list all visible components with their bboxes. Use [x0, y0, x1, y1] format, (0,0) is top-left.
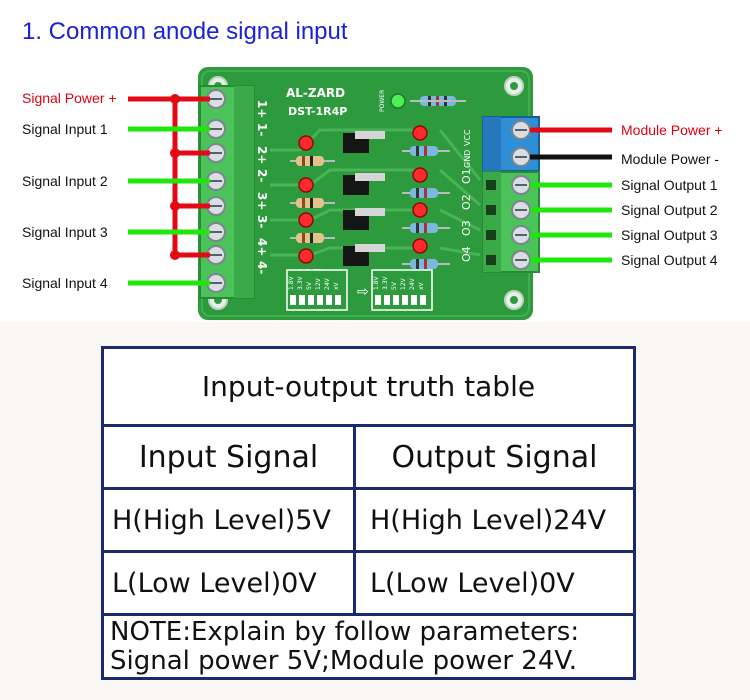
output-screw-4 [486, 250, 531, 270]
vsel-left-option-1: 1.8V [288, 275, 295, 290]
vsel-right-option-1: 1.8V [373, 275, 380, 290]
label-module-power-plus: Module Power + [621, 122, 723, 138]
label-signal-output-4: Signal Output 4 [621, 252, 718, 268]
vsel-right-option-5: 24V [409, 277, 416, 290]
power-led [390, 93, 406, 109]
bus-junctions [170, 94, 180, 260]
output-pin-label-3: O2 [460, 194, 473, 210]
output-pin-label-1: O4 [460, 246, 473, 262]
label-signal-input-3: Signal Input 3 [22, 224, 108, 240]
power-terminal-block [482, 116, 540, 172]
output-led-4 [412, 238, 428, 254]
truth-table-title: Input-output truth table [104, 349, 633, 427]
input-pin-labels: 1+ 1- 2+ 2- 3+ 3- 4+ 4- [255, 100, 269, 274]
input-screw-5 [206, 196, 226, 216]
input-screw-4 [206, 171, 226, 191]
input-pin-label-2: 1- [255, 123, 269, 136]
header-input-signal: Input Signal [104, 427, 356, 490]
input-screw-7 [206, 245, 226, 265]
board-brand: AL-ZARD [286, 86, 345, 100]
selector-arrow-icon: ⇨ [357, 284, 369, 300]
section-title: 1. Common anode signal input [22, 18, 348, 45]
left-wires [128, 96, 210, 286]
input-pin-label-4: 2- [255, 169, 269, 182]
label-signal-output-1: Signal Output 1 [621, 177, 718, 193]
output-terminal-block [482, 171, 540, 273]
vsel-right-option-2: 3.3V [382, 275, 389, 290]
vsel-right-option-4: 12V [400, 277, 407, 290]
label-module-power-minus: Module Power - [621, 151, 720, 167]
input-led-1 [298, 135, 314, 151]
row2-output-cell: L(Low Level)0V [356, 553, 633, 616]
output-led-3 [412, 202, 428, 218]
vsel-right-option-6: xV [418, 281, 425, 290]
right-wires [530, 127, 612, 263]
input-pin-label-1: 1+ [255, 100, 269, 118]
input-pin-label-8: 4- [255, 261, 269, 274]
row2-input-cell: L(Low Level)0V [104, 553, 356, 616]
power-pin-label-2: VCC [463, 129, 472, 146]
label-signal-input-1: Signal Input 1 [22, 121, 108, 137]
power-pin-label-1: GND [463, 150, 472, 168]
vsel-left-option-4: 12V [315, 277, 322, 290]
input-led-4 [298, 248, 314, 264]
input-led-3 [298, 212, 314, 228]
output-pin-label-4: O1 [460, 168, 473, 184]
input-pin-label-3: 2+ [255, 146, 269, 164]
channel-3 [290, 202, 450, 243]
label-signal-input-4: Signal Input 4 [22, 275, 108, 291]
vsel-left-option-6: xV [333, 281, 340, 290]
label-signal-input-2: Signal Input 2 [22, 173, 108, 189]
board-model: DST-1R4P [288, 105, 347, 118]
note-line-2: Signal power 5V;Module power 24V. [110, 646, 578, 676]
input-pin-label-6: 3- [255, 215, 269, 228]
resistor-top [410, 96, 466, 106]
output-pin-label-2: O3 [460, 220, 473, 236]
input-pin-label-5: 3+ [255, 192, 269, 210]
truth-table: Input-output truth table Input Signal Ou… [101, 346, 636, 680]
input-pin-label-7: 4+ [255, 238, 269, 256]
header-output-signal: Output Signal [356, 427, 633, 490]
label-signal-power-plus: Signal Power + [22, 90, 117, 106]
power-led-label: POWER [379, 90, 386, 112]
input-terminal-block [199, 85, 255, 299]
note-line-1: NOTE:Explain by follow parameters: [110, 617, 580, 647]
channel-2 [290, 167, 450, 208]
vsel-left-option-5: 24V [324, 277, 331, 290]
channel-1 [290, 125, 450, 166]
row1-output-cell: H(High Level)24V [356, 490, 633, 553]
truth-table-note: NOTE:Explain by follow parameters: Signa… [104, 616, 633, 677]
label-signal-output-3: Signal Output 3 [621, 227, 718, 243]
vsel-left-option-3: 5V [306, 281, 313, 290]
row1-input-cell: H(High Level)5V [104, 490, 356, 553]
output-led-1 [412, 125, 428, 141]
output-led-2 [412, 167, 428, 183]
input-led-2 [298, 177, 314, 193]
vsel-right-option-3: 5V [391, 281, 398, 290]
label-signal-output-2: Signal Output 2 [621, 202, 718, 218]
input-screw-6 [206, 222, 226, 242]
vsel-left-option-2: 3.3V [297, 275, 304, 290]
board-diagram: AL-ZARD DST-1R4P POWER 1+1-2+2-3+3-4+4- … [128, 67, 612, 320]
